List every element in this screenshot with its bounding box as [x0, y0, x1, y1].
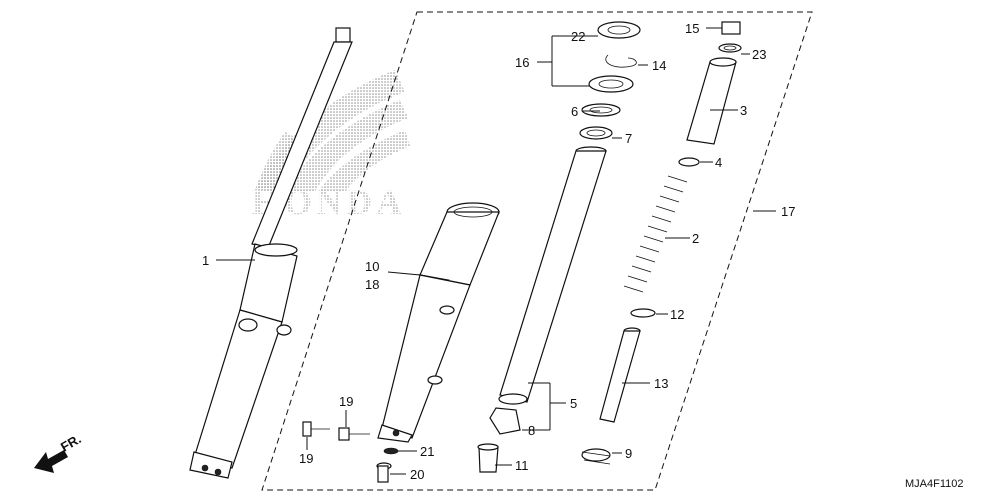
label-part-16: 16	[515, 55, 529, 70]
fork-assembly	[189, 27, 353, 479]
label-part-4: 4	[715, 155, 722, 170]
assembly-boundary	[261, 11, 813, 491]
label-part-17: 17	[781, 204, 795, 219]
label-part-2: 2	[692, 231, 699, 246]
label-part-22: 22	[571, 29, 585, 44]
label-part-20: 20	[410, 467, 424, 482]
front-label: FR.	[58, 431, 84, 454]
spring-stack	[623, 157, 700, 318]
label-part-13: 13	[654, 376, 668, 391]
damper-rod	[581, 327, 641, 465]
front-direction-indicator: FR.	[34, 431, 84, 473]
fork-spring	[623, 175, 688, 293]
label-part-23: 23	[752, 47, 766, 62]
seal-stack	[579, 21, 641, 140]
leader-lines	[216, 27, 776, 475]
label-part-21: 21	[420, 444, 434, 459]
label-part-15: 15	[685, 21, 699, 36]
label-part-9: 9	[625, 446, 632, 461]
label-part-19-lower: 19	[299, 451, 313, 466]
label-part-7: 7	[625, 131, 632, 146]
label-part-18: 18	[365, 277, 379, 292]
label-part-5: 5	[570, 396, 577, 411]
label-part-12: 12	[670, 307, 684, 322]
inner-tube	[498, 146, 607, 405]
lower-bushings	[477, 407, 521, 473]
fork-slider	[377, 202, 500, 443]
label-part-14: 14	[652, 58, 666, 73]
label-part-19-upper: 19	[339, 394, 353, 409]
diagram-code: MJA4F1102	[905, 478, 964, 490]
label-part-3: 3	[740, 103, 747, 118]
front-arrow-icon	[34, 450, 68, 473]
label-part-8: 8	[528, 423, 535, 438]
spacer-stack	[686, 21, 742, 145]
label-part-1: 1	[202, 253, 209, 268]
label-part-11: 11	[515, 458, 529, 473]
label-part-6: 6	[571, 104, 578, 119]
part-labels: 1 2 3 4 5 6 7 8 9 10 11 12 13 14 15 16 1…	[202, 21, 795, 482]
label-part-10: 10	[365, 259, 379, 274]
fasteners	[302, 421, 399, 483]
